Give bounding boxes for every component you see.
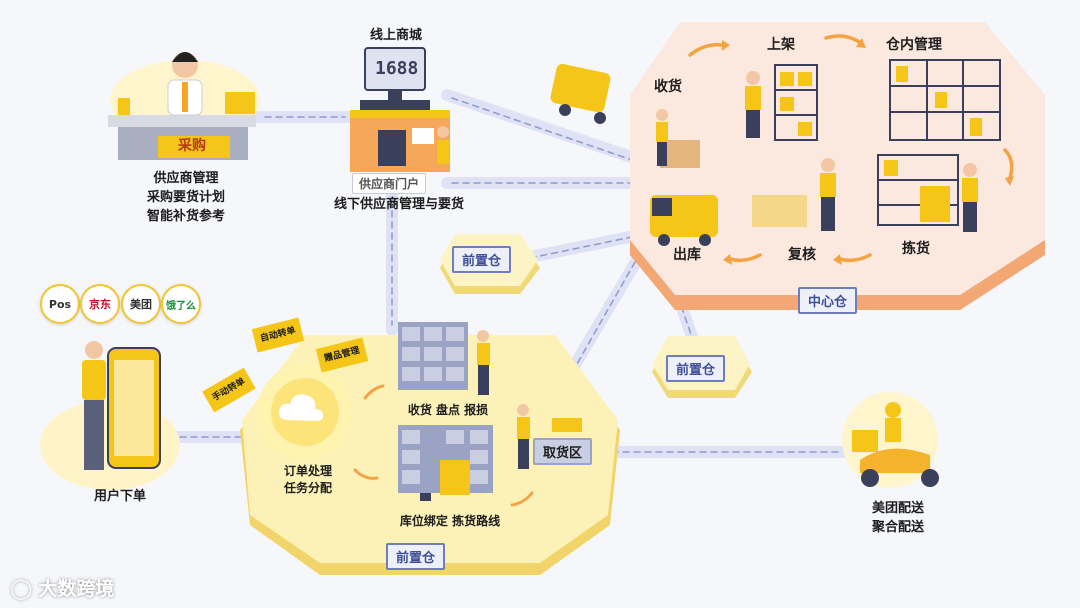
step-review: 复核 [788, 247, 816, 263]
center-arrow-heads [722, 38, 1014, 265]
brand-logo-icon: ◯ [10, 575, 33, 600]
outbound-truck-illustration [650, 195, 718, 246]
supplier-portal-illustration [350, 47, 450, 172]
purchase-desk-sign: 采购 [178, 138, 206, 154]
cloud-hub-icon [257, 364, 353, 460]
front-warehouse-tag-b: 前置仓 [666, 355, 726, 382]
purchase-line-3: 智能补货参考 [146, 209, 226, 224]
step-pick: 拣货 [902, 241, 930, 257]
front-warehouse-tag-a: 前置仓 [452, 246, 512, 273]
channel-jd-logo: 京东 [80, 284, 120, 324]
order-processing-line-1: 订单处理 [283, 464, 333, 478]
boxes [660, 66, 982, 227]
step-manage: 仓内管理 [886, 37, 942, 53]
warehouse-shelves [774, 59, 1001, 226]
watermark-brand: 大数跨境 [38, 578, 115, 600]
purchasing-illustration [108, 52, 260, 160]
front-inbound-label: 收货 盘点 报损 [407, 403, 489, 417]
center-flow-arrows [688, 34, 1014, 263]
front-warehouse-main-tag: 前置仓 [386, 543, 446, 570]
purchase-line-2: 采购要货计划 [146, 190, 226, 205]
channel-meituan-logo: 美团 [121, 284, 161, 324]
scooter-illustration [842, 392, 939, 488]
storage-racks [398, 322, 582, 495]
delivery-line-1: 美团配送 [871, 501, 925, 516]
order-processing-line-2: 任务分配 [283, 481, 333, 495]
purchase-line-1: 供应商管理 [153, 171, 219, 186]
channel-pos-logo: Pos [40, 284, 80, 324]
step-outbound: 出库 [673, 247, 701, 263]
channel-eleme-logo: 饿了么 [161, 284, 201, 324]
pickup-area-tag: 取货区 [533, 438, 593, 465]
van-illustration [550, 63, 611, 124]
step-shelve: 上架 [767, 37, 795, 53]
online-mall-label: 线上商城 [369, 28, 423, 43]
supplier-portal-tag: 供应商门户 [352, 173, 427, 194]
delivery-line-2: 聚合配送 [871, 520, 925, 535]
customer-illustration [40, 341, 180, 490]
supplier-portal-caption: 线下供应商管理与要货 [333, 197, 465, 212]
customer-order-caption: 用户下单 [93, 489, 147, 504]
center-warehouse-tag: 中心仓 [798, 287, 858, 314]
watermark: ◯ 大数跨境 [10, 574, 114, 601]
front-flow-arrows [353, 384, 534, 507]
step-receive: 收货 [654, 79, 682, 95]
screen-1688-text: 1688 [375, 58, 419, 79]
connectors [169, 89, 854, 458]
front-binding-label: 库位绑定 拣货路线 [399, 514, 501, 528]
